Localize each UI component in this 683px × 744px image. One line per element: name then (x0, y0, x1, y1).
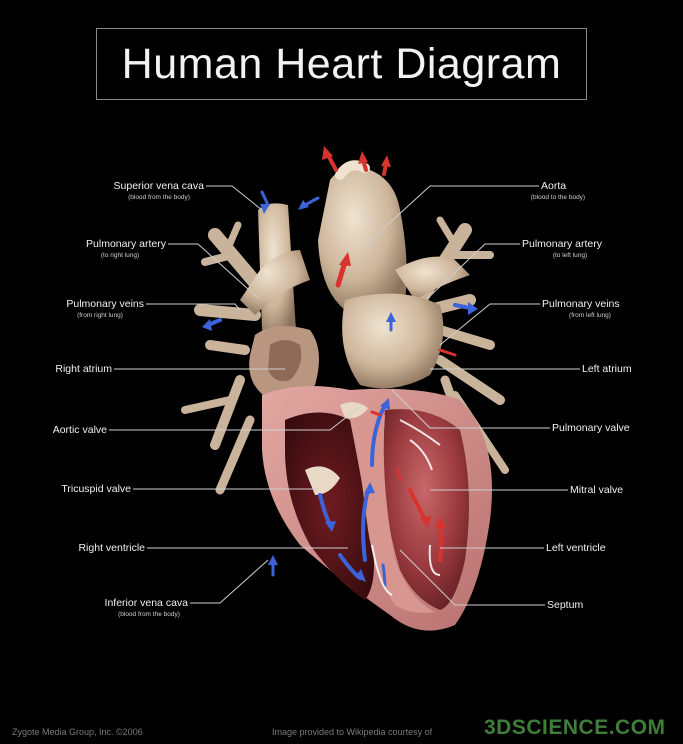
note-aorta: (blood to the body) (498, 194, 618, 202)
label-pulmonary-valve: Pulmonary valve (552, 422, 630, 434)
label-left-ventricle: Left ventricle (546, 542, 606, 554)
label-pulmonary-artery-left: Pulmonary artery (522, 238, 602, 250)
label-aorta: Aorta (541, 180, 566, 192)
label-pulmonary-artery-right: Pulmonary artery (40, 238, 166, 250)
label-superior-vena-cava: Superior vena cava (60, 180, 204, 192)
label-left-atrium: Left atrium (582, 363, 632, 375)
label-tricuspid-valve: Tricuspid valve (10, 483, 131, 495)
footer-courtesy: Image provided to Wikipedia courtesy of (272, 727, 432, 737)
label-right-atrium: Right atrium (10, 363, 112, 375)
note-superior-vena-cava: (blood from the body) (86, 194, 232, 202)
note-pulmonary-artery-left: (to left lung) (520, 252, 620, 260)
label-pulmonary-veins-right: Pulmonary veins (20, 298, 144, 310)
note-pulmonary-artery-right: (to right lung) (70, 252, 170, 260)
note-inferior-vena-cava: (blood from the body) (74, 611, 224, 619)
leader-inferior-vena-cava (190, 560, 268, 603)
label-septum: Septum (547, 599, 583, 611)
3dscience-logo[interactable]: 3DSCIENCE.COM (484, 716, 666, 740)
label-aortic-valve: Aortic valve (10, 424, 107, 436)
note-pulmonary-veins-right: (from right lung) (50, 312, 150, 320)
label-right-ventricle: Right ventricle (10, 542, 145, 554)
label-pulmonary-veins-left: Pulmonary veins (542, 298, 620, 310)
label-mitral-valve: Mitral valve (570, 484, 623, 496)
note-pulmonary-veins-left: (from left lung) (540, 312, 640, 320)
footer-credit: Zygote Media Group, Inc. ©2006 (12, 727, 143, 737)
label-inferior-vena-cava: Inferior vena cava (40, 597, 188, 609)
